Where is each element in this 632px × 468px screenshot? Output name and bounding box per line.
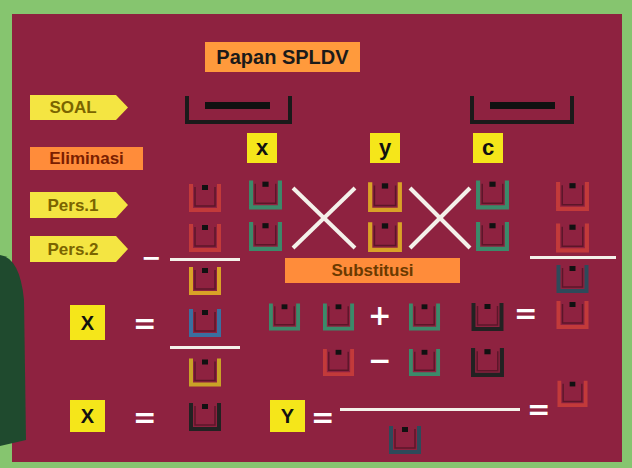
section-band: Substitusi [285,258,460,283]
node-text: x [256,137,268,159]
board [12,14,622,462]
pocket [391,426,419,452]
node-text: y [379,137,391,159]
pocket [370,222,400,250]
variable-square: c [473,133,503,163]
node-text: Eliminasi [49,150,124,167]
math-sign: = [527,396,550,424]
pocket [474,303,502,329]
math-sign: − [141,246,161,270]
math-sign: − [368,347,391,375]
row-arrow: Pers.1 [30,192,128,218]
pocket [559,301,587,327]
pocket [478,222,507,249]
variable-square: Y [270,400,305,432]
pocket [191,309,219,335]
variable-square: x [247,133,277,163]
pocket [191,403,219,429]
pocket [251,181,280,208]
math-sign: = [514,300,537,328]
arrow-fill [30,236,128,262]
pocket [191,184,219,210]
node-text: SOAL [49,99,96,116]
variable-square: X [70,305,105,340]
math-sign: = [133,310,156,338]
math-sign: = [133,404,156,432]
pocket [271,303,298,328]
node-text: Pers.2 [47,241,98,258]
pocket [558,224,587,251]
pocket [411,349,438,374]
row-arrow: Pers.2 [30,236,128,262]
arrow-fill [30,95,128,120]
math-sign: = [311,404,334,432]
pocket [559,381,585,405]
pocket [559,265,587,291]
title-band: Papan SPLDV [205,42,360,72]
node-text: Substitusi [331,262,413,279]
pocket [191,267,219,293]
node-text: Y [281,406,294,426]
pocket [473,348,502,375]
result-line [170,256,616,411]
arrow-fill [30,192,128,218]
pocket [251,222,280,249]
pocket [191,359,219,385]
pocket [558,182,587,209]
soal-bracket [187,96,572,122]
pocket [325,303,352,328]
pocket [370,182,400,210]
variable-square: X [70,400,105,432]
node-text: Pers.1 [47,197,98,214]
section-band: Eliminasi [30,147,143,170]
row-arrow: SOAL [30,95,128,120]
person-arm [0,255,26,446]
node-text: c [482,137,494,159]
cross-multiply [293,188,470,248]
pocket [191,224,219,250]
variable-square: y [370,133,400,163]
pocket [325,349,352,374]
node-text: X [81,313,94,333]
math-sign: + [368,302,391,330]
node-text: X [81,406,94,426]
pocket [411,303,438,328]
node-text: Papan SPLDV [216,47,348,67]
pocket [478,181,507,208]
